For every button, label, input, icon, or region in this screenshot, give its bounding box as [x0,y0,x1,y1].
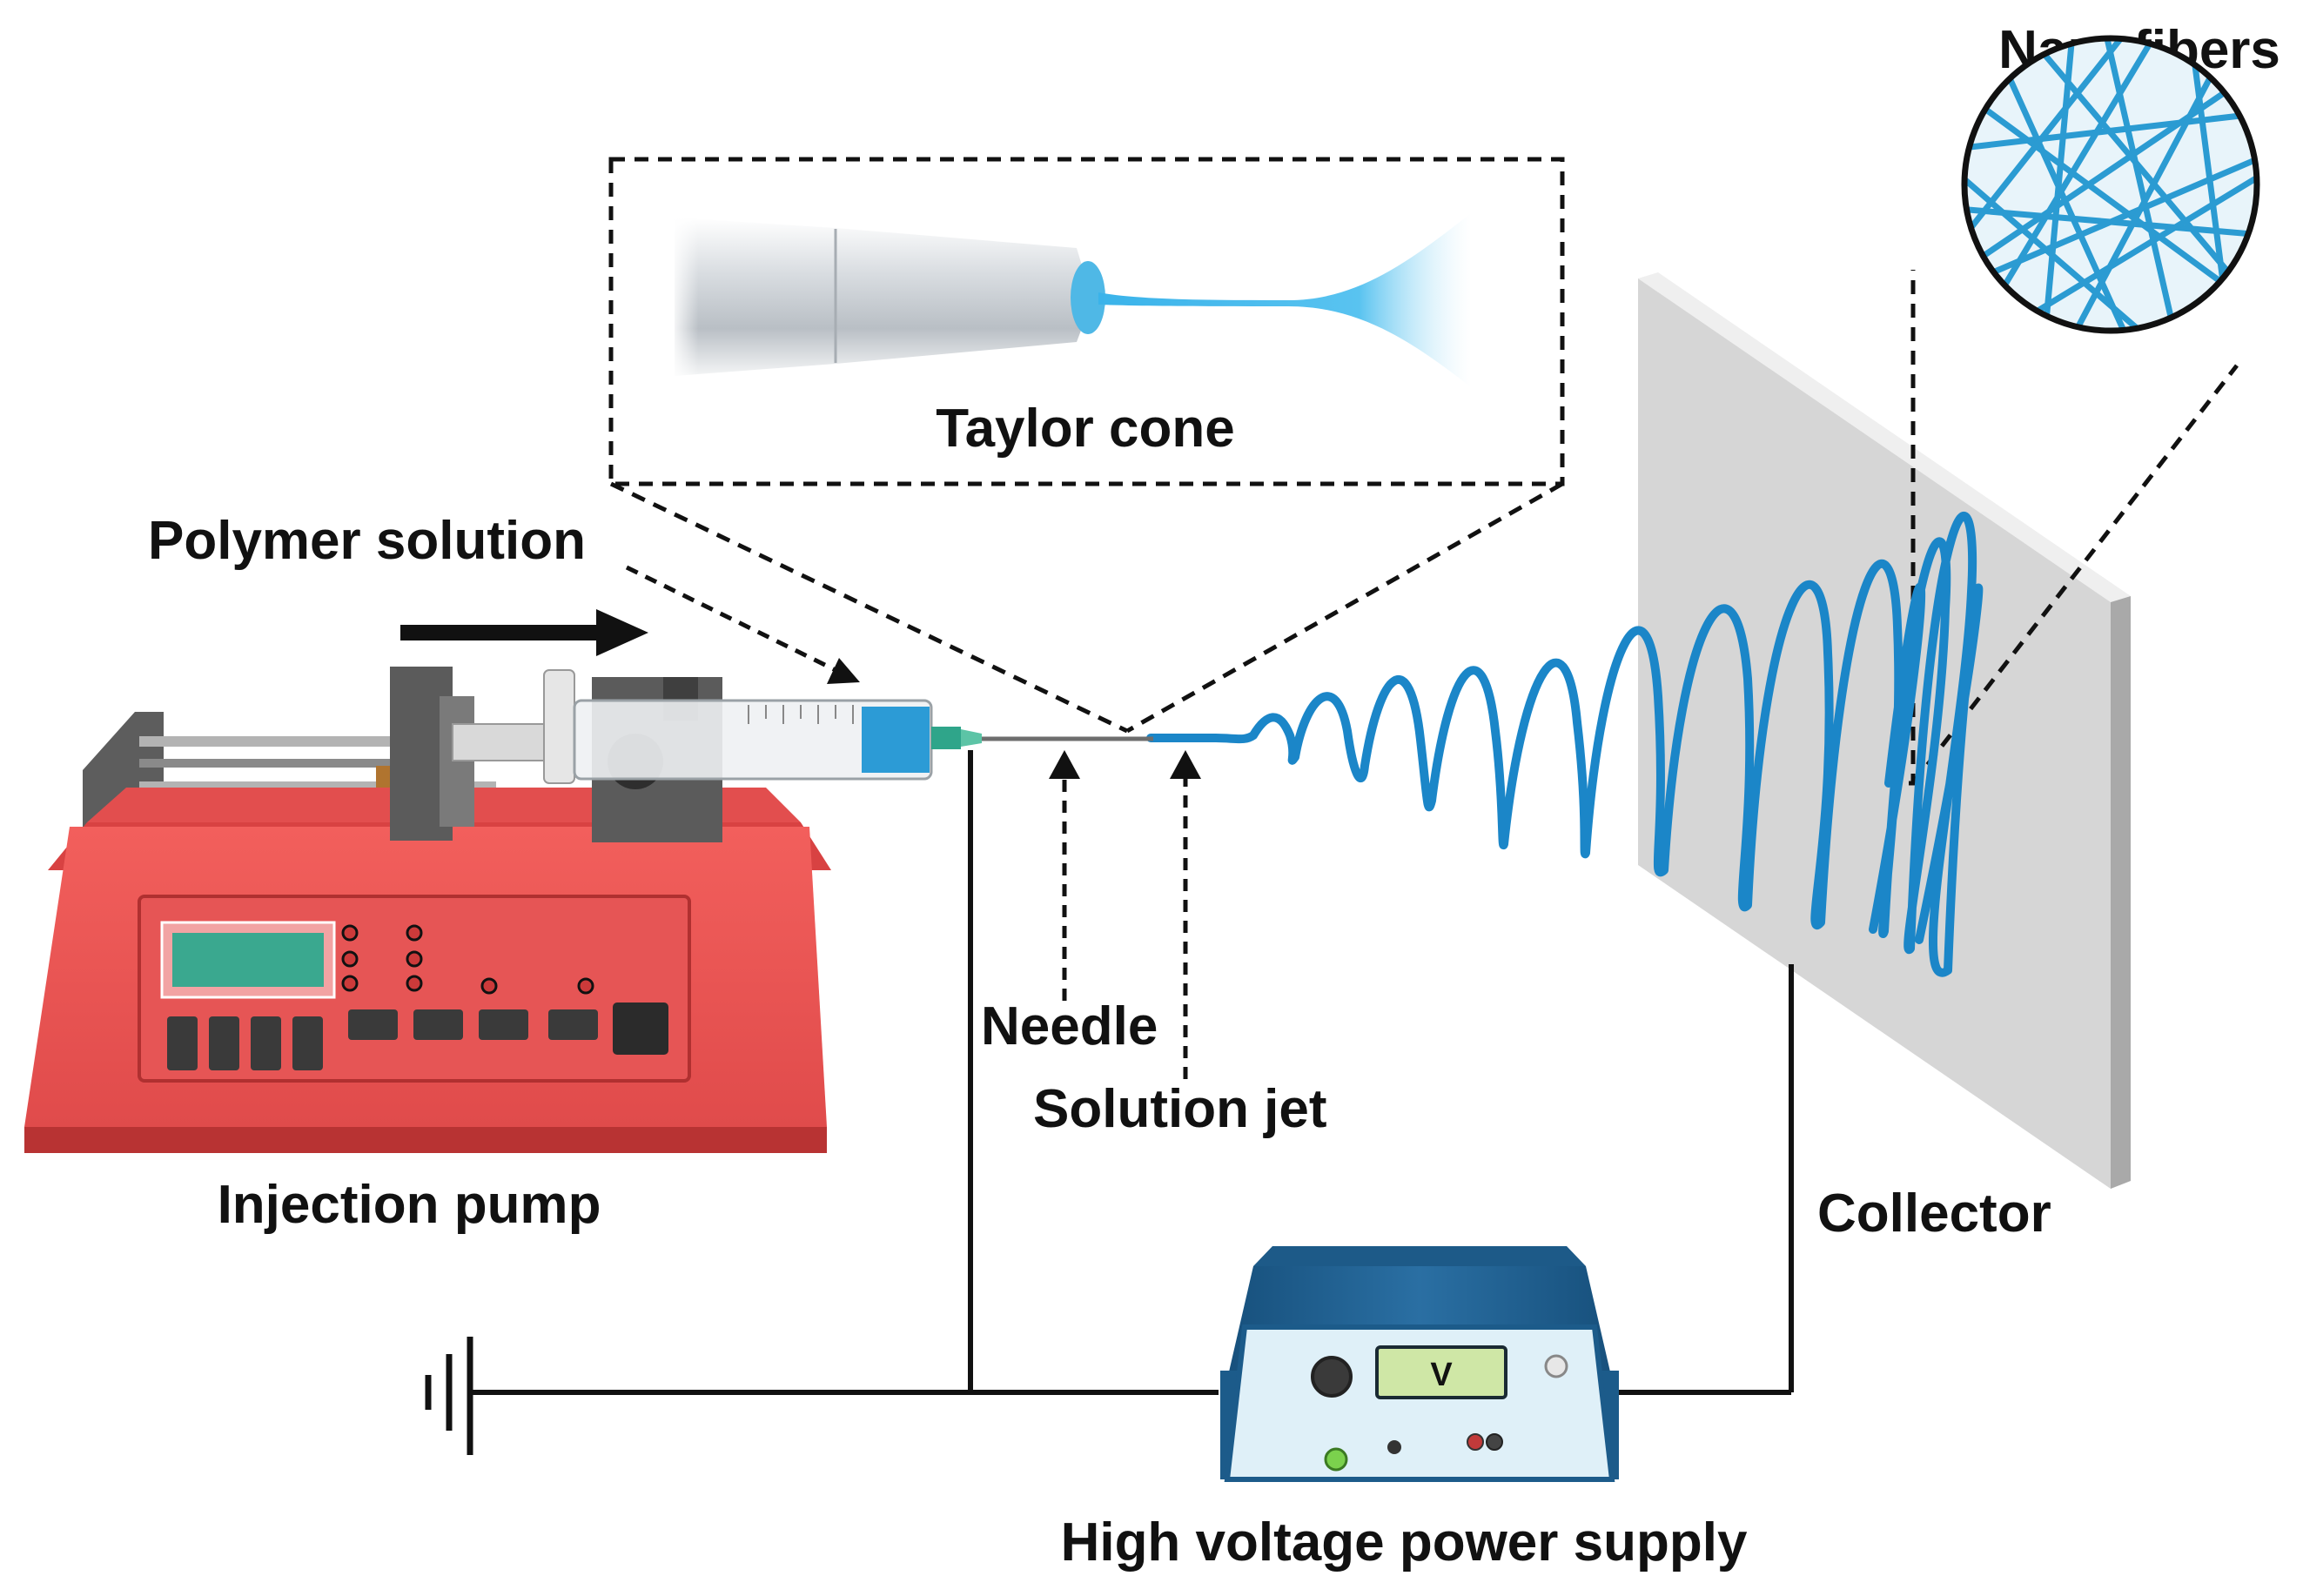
voltmeter-icon: V [1430,1357,1453,1393]
ground-icon [425,1337,473,1455]
fiber-mesh [1964,38,2257,331]
collector-side-edge [2111,596,2131,1189]
pump-power-button[interactable] [613,1003,668,1055]
pump-bottom-edge [24,1127,827,1153]
syringe-plunger-flange [543,669,575,784]
syringe-needle-hub-tip [961,729,982,747]
whipping-jet-spiral [1146,511,1984,977]
solution-jet-label: Solution jet [1033,1079,1327,1139]
power-supply-top [1253,1246,1586,1266]
needle-label: Needle [981,996,1158,1056]
power-indicator-green [1324,1447,1348,1472]
pump-button-2[interactable] [209,1016,239,1070]
nanofibers-inset: Nanofibers [1961,20,2280,334]
syringe-plunger-rod [452,723,549,761]
arrow-right-icon [400,609,648,656]
power-jack-dark [1486,1433,1503,1451]
power-jack-black [1387,1440,1401,1454]
voltmeter-display [1375,1345,1507,1399]
pump-button-5[interactable] [348,1009,398,1040]
cone-fade [670,213,783,380]
power-indicator-gray [1544,1354,1568,1378]
pump-button-3[interactable] [251,1016,281,1070]
polymer-solution-pointer [625,565,860,684]
pump-status-leds [341,924,594,995]
collector [1638,272,2131,1189]
inset-frame [608,157,1565,486]
power-knob [1311,1356,1353,1398]
pump-button-4[interactable] [292,1016,323,1070]
syringe-polymer-solution [862,707,930,773]
pump-lcd-screen [172,933,324,987]
injection-pump-label: Injection pump [218,1175,601,1235]
syringe-graduations [748,705,854,724]
syringe-needle-hub [931,727,961,749]
pump-lead-screw [139,759,400,768]
power-jack-red [1467,1433,1484,1451]
injection-pump: Injection pump [24,667,1153,1235]
taylor-cone-inset: Taylor cone [608,157,1565,486]
polymer-solution-label: Polymer solution [148,511,586,571]
power-supply: V High voltage power supply [1061,1246,1748,1573]
collector-top-edge [1638,272,2131,602]
pump-keypad-buttons [167,1003,668,1070]
taylor-cone-label: Taylor cone [936,399,1234,459]
pump-button-6[interactable] [413,1009,463,1040]
pump-button-8[interactable] [548,1009,598,1040]
inset-projection-lines [609,481,1564,734]
needle-pointer [1049,750,1080,1001]
nanofiber-projection-lines [1909,270,2239,786]
power-supply-label: High voltage power supply [1061,1512,1748,1573]
circuit-wires [470,750,1794,1395]
pump-button-7[interactable] [479,1009,528,1040]
nanofibers-circle-border [1961,35,2260,334]
taylor-cone-droplet [1071,261,1105,334]
taylor-cone-jet [1098,213,1471,387]
solution-jet-pointer [1170,750,1201,1079]
collector-plate [1638,278,2111,1189]
pump-button-1[interactable] [167,1016,198,1070]
collector-label: Collector [1817,1184,2051,1244]
